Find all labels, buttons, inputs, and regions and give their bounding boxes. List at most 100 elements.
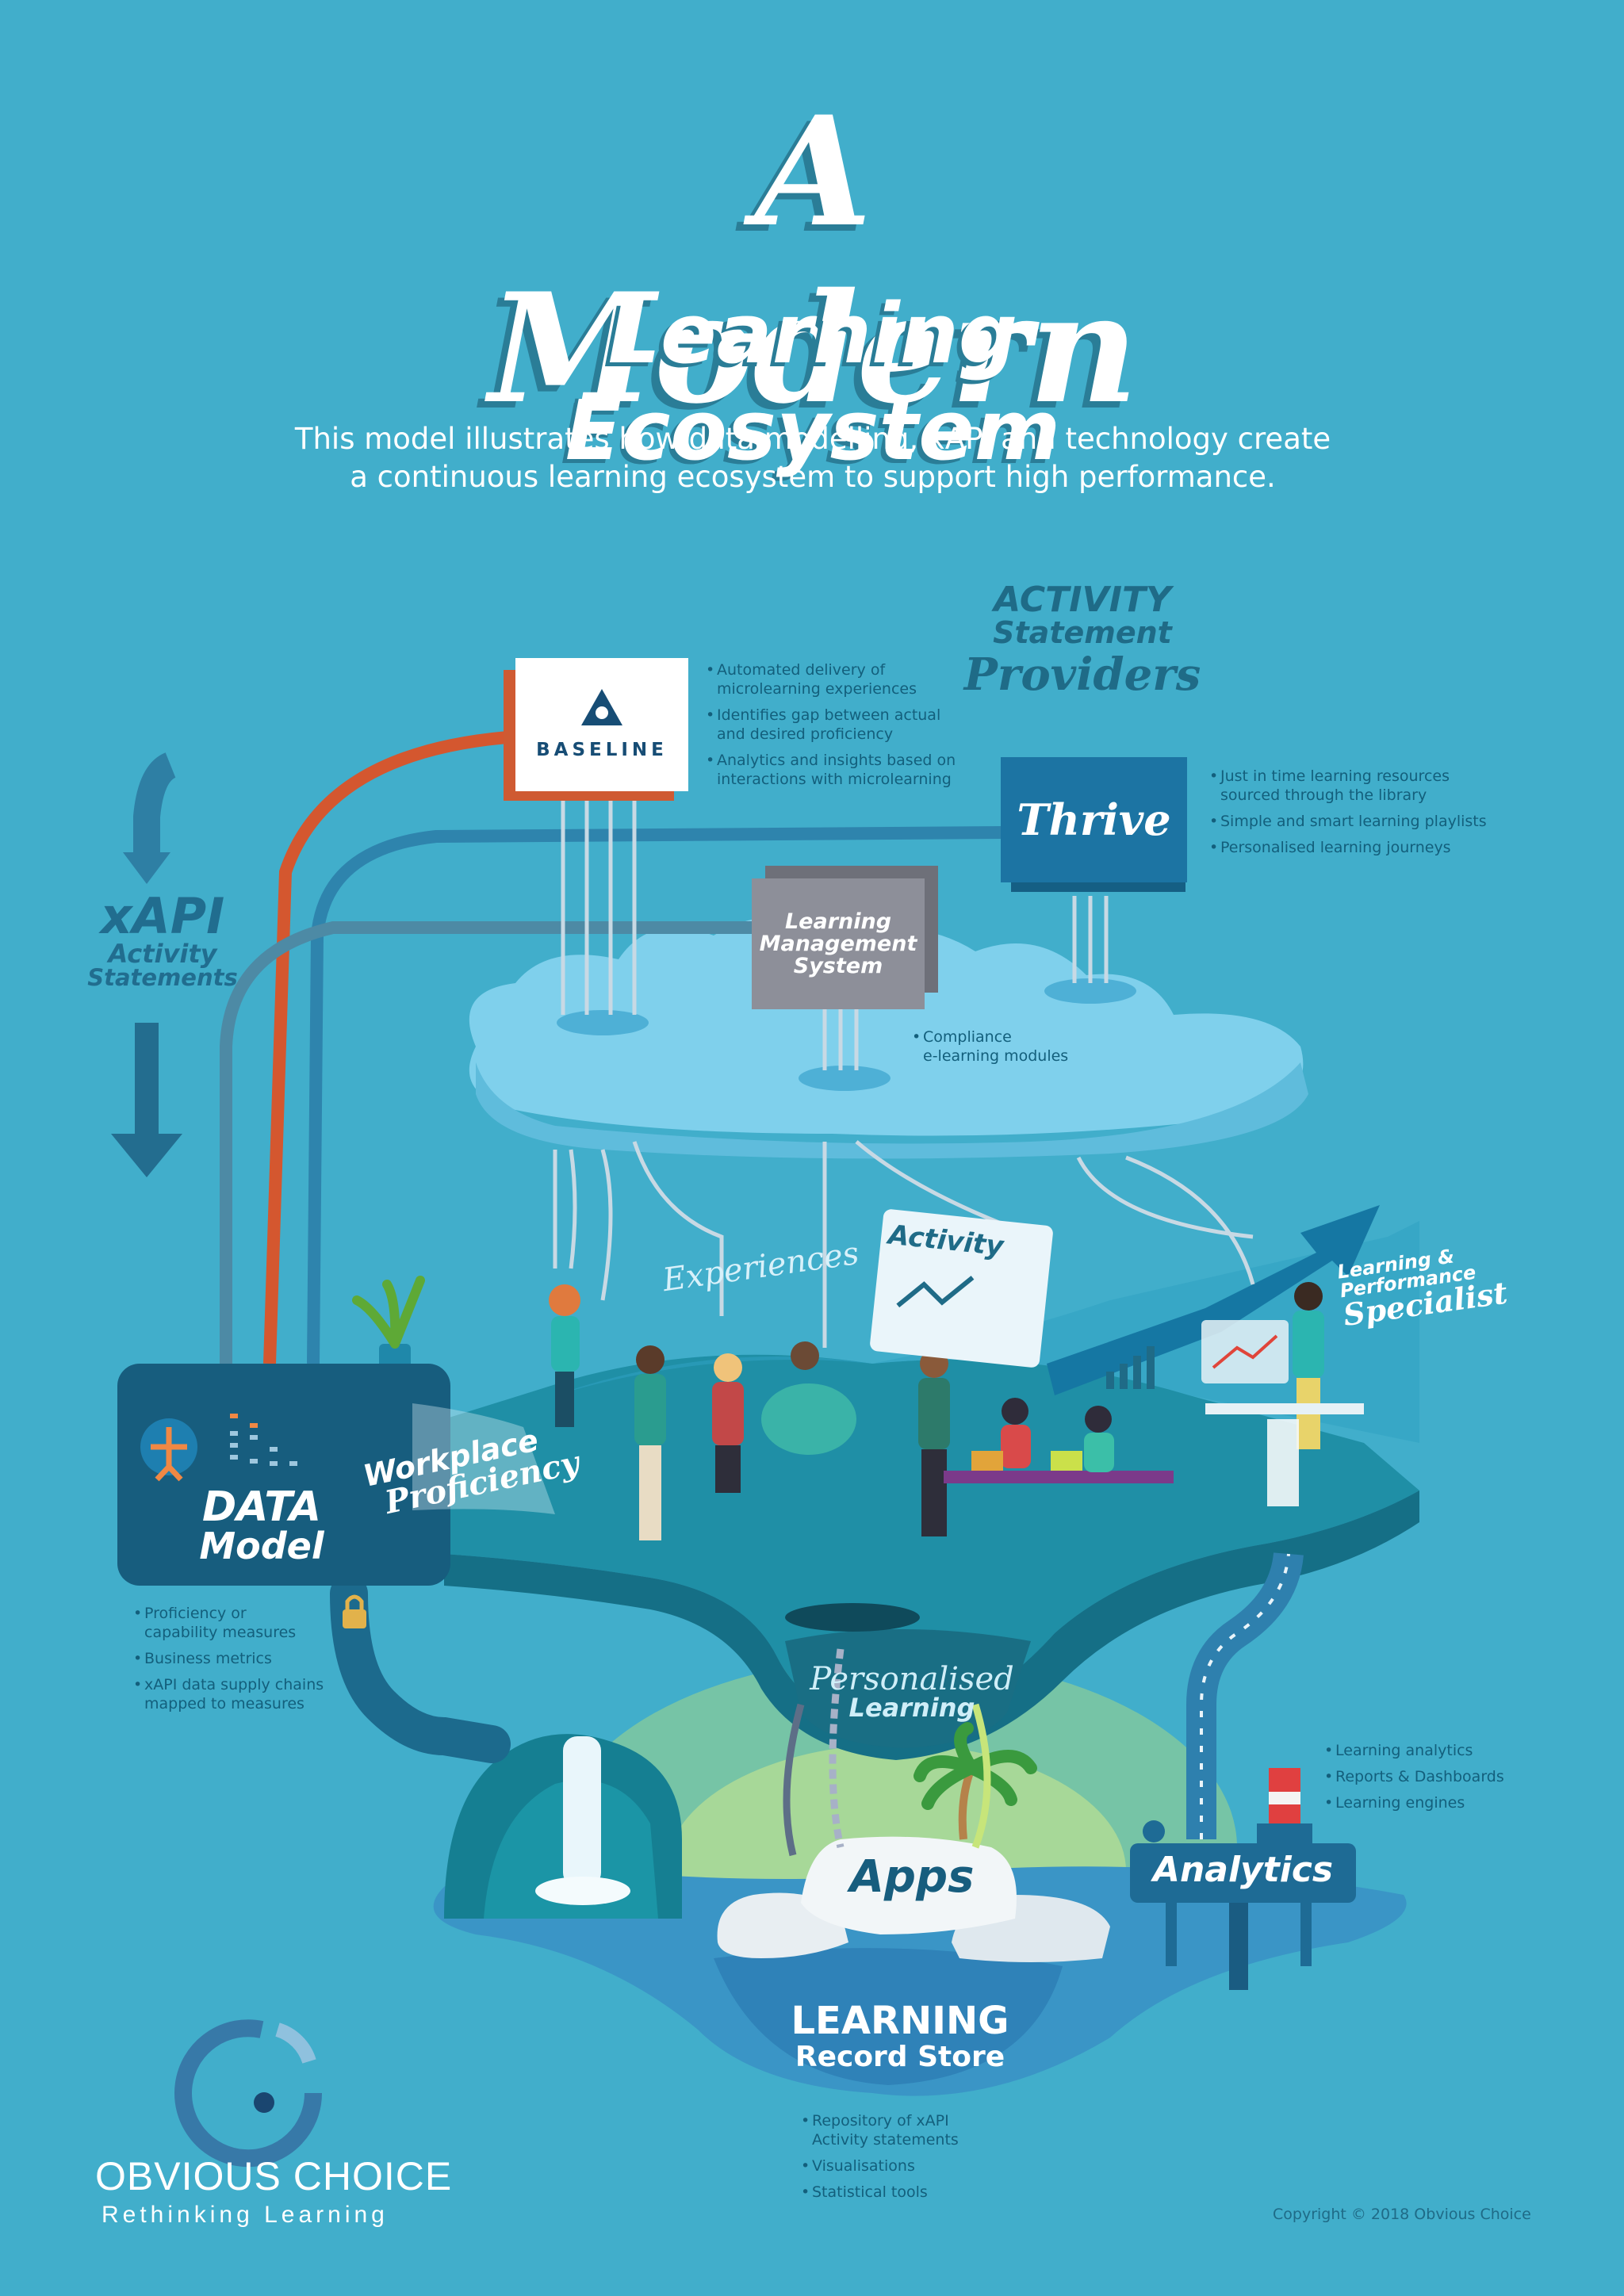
providers-heading: ACTIVITY Statement Providers: [963, 580, 1201, 701]
stage-back-wall: [555, 1221, 1419, 1443]
bullet-item: Identifies gap between actual and desire…: [706, 706, 975, 744]
thrive-bullets: Just in time learning resources sourced …: [1209, 767, 1511, 864]
data-model-label: DATA Model: [190, 1487, 333, 1564]
page-title-line2: Learning Ecosystem: [565, 285, 1061, 479]
growth-arrow: [1047, 1205, 1380, 1395]
bullet-item: Analytics and insights based on interact…: [706, 751, 975, 789]
xapi-arrow-bottom-head: [111, 1134, 182, 1177]
providers-heading-line3: Providers: [963, 649, 1201, 701]
personalised-line1: Personalised: [810, 1661, 1014, 1697]
xapi-label-line3: Statements: [87, 964, 238, 991]
apps-label[interactable]: Apps: [849, 1851, 975, 1903]
baseline-logo-dot: [596, 706, 608, 719]
page-title-line1: A Modern: [488, 83, 1138, 437]
baseline-logo-icon: [581, 689, 622, 725]
analytics-sign: [1130, 1843, 1356, 1903]
baseline-bullets: Automated delivery of microlearning expe…: [706, 660, 975, 796]
funnel-hole: [785, 1603, 920, 1632]
cloud-port-2: [799, 1066, 891, 1091]
bullet-item: Business metrics: [133, 1649, 355, 1668]
lock-shackle: [345, 1594, 364, 1609]
lake-deep: [714, 1948, 1063, 2085]
xapi-line-orange: [263, 731, 508, 1364]
bullet-item: Learning engines: [1324, 1793, 1530, 1812]
lms-label-line1: Learning: [784, 909, 892, 934]
providers-heading-line1: ACTIVITY: [994, 580, 1171, 620]
bullet-item: Repository of xAPI Activity statements: [801, 2111, 1023, 2149]
data-model-bullets: Proficiency or capability measuresBusine…: [133, 1604, 355, 1720]
personalised-learning-label: Personalised Learning: [801, 1663, 1023, 1720]
cloud: [469, 917, 1304, 1136]
intro-line2: a continuous learning ecosystem to suppo…: [350, 460, 1276, 494]
plant-leaves: [352, 1276, 425, 1349]
obvious-choice-logo-arc: [275, 2022, 316, 2064]
analytics-uplink: [1186, 1552, 1304, 1839]
workplace-band: [412, 1403, 555, 1514]
bullet-item: Simple and smart learning playlists: [1209, 812, 1511, 831]
providers-heading-line2: Statement: [993, 615, 1172, 650]
analytics-legs-2: [1300, 1903, 1312, 1966]
obvious-choice-logo-dot: [254, 2092, 274, 2113]
bullet-item: Compliance e-learning modules: [912, 1027, 1118, 1066]
apps-rock-top: [801, 1836, 1017, 1934]
stage-floor: [444, 1354, 1419, 1728]
baseline-card[interactable]: BASELINE: [515, 658, 688, 791]
lrs-label: LEARNING Record Store: [761, 2002, 1039, 2072]
bullet-item: Just in time learning resources sourced …: [1209, 767, 1511, 805]
analytics-tower-base: [1257, 1823, 1312, 1847]
provider-drop-lines: [561, 793, 1109, 1070]
analytics-drill: [1229, 1903, 1248, 1990]
lrs-line1: LEARNING: [791, 1999, 1009, 2043]
xapi-line-teal-2: [220, 921, 753, 1364]
cloud-port-1: [557, 1010, 649, 1035]
brand-tagline: Rethinking Learning: [102, 2202, 389, 2228]
baseline-label: BASELINE: [536, 740, 668, 760]
brand-name: OBVIOUS CHOICE: [95, 2154, 453, 2198]
cloud-port-3: [1044, 978, 1136, 1004]
lms-bullets: Compliance e-learning modules: [912, 1027, 1118, 1073]
stream-apps-2: [783, 1703, 805, 1857]
data-model-box: [117, 1364, 450, 1586]
analytics-label[interactable]: Analytics: [1152, 1850, 1334, 1890]
data-bars-icon: [230, 1414, 297, 1466]
stream-apps-1: [829, 1648, 845, 1848]
lms-label-line2: Management: [759, 931, 917, 956]
xapi-label: xAPI Activity Statements: [75, 892, 250, 989]
obvious-choice-logo: [174, 2019, 323, 2168]
personalised-line2: Learning: [848, 1693, 975, 1723]
data-model-line1: DATA: [201, 1483, 322, 1531]
waterfall-splash: [535, 1877, 630, 1905]
xapi-arrow-bottom: [135, 1023, 159, 1134]
bullet-item: Automated delivery of microlearning expe…: [706, 660, 975, 698]
xapi-label-line1: xAPI: [100, 887, 225, 945]
analytics-legs-1: [1166, 1903, 1177, 1966]
funnel: [785, 1629, 1031, 1748]
stream-apps-3: [971, 1703, 991, 1849]
xapi-label-line2: Activity: [108, 939, 217, 969]
xapi-line-teal-1: [307, 826, 1004, 1364]
analytics-bullets: Learning analyticsReports & DashboardsLe…: [1324, 1741, 1530, 1820]
analytics-tower-band: [1269, 1792, 1300, 1804]
lms-label-line3: System: [793, 953, 883, 978]
bullet-item: Learning analytics: [1324, 1741, 1530, 1760]
waterfall: [563, 1736, 601, 1887]
lrs-line2: Record Store: [795, 2041, 1005, 2073]
bullet-item: Reports & Dashboards: [1324, 1767, 1530, 1786]
people-group: [549, 1282, 1364, 1540]
bullet-item: Statistical tools: [801, 2183, 1023, 2202]
thrive-card[interactable]: Thrive: [1001, 757, 1187, 882]
bars-decoration: [1106, 1346, 1155, 1389]
palm-leaves: [914, 1722, 1037, 1810]
bullet-item: xAPI data supply chains mapped to measur…: [133, 1675, 355, 1713]
bullet-item: Personalised learning journeys: [1209, 838, 1511, 857]
activity-board-chart: [896, 1276, 975, 1308]
copyright: Copyright © 2018 Obvious Choice: [1273, 2206, 1531, 2223]
bullet-item: Proficiency or capability measures: [133, 1604, 355, 1642]
gear-icon: [1143, 1820, 1165, 1843]
xapi-arrow-top: [133, 752, 177, 856]
bullet-item: Visualisations: [801, 2156, 1023, 2175]
data-model-line2: Model: [199, 1525, 324, 1567]
data-model-pipe: [330, 1575, 511, 1763]
lms-card[interactable]: Learning Management System: [752, 878, 925, 1009]
